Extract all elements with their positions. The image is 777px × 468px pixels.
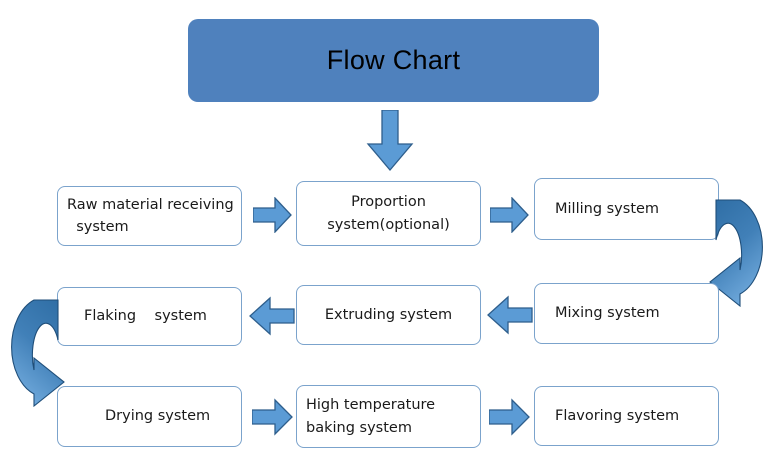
connector-milling-to-mixing-curved-arrow <box>702 196 777 326</box>
connector-title-to-raw-row-down-arrow <box>366 109 414 172</box>
node-label-line-1: High temperature <box>306 397 436 414</box>
node-raw-material-receiving-system[interactable]: Raw material receiving system <box>57 186 242 246</box>
node-proportion-system-optional[interactable]: Proportion system(optional) <box>296 181 481 246</box>
node-label-line-1: Mixing system <box>555 305 660 322</box>
connector-raw-to-proportion-arrow <box>252 196 293 234</box>
node-label-line-1: Extruding system <box>324 306 453 323</box>
node-label-line-1: Flaking system <box>84 308 207 325</box>
connector-proportion-to-milling-arrow <box>489 196 530 234</box>
node-high-temperature-baking-system[interactable]: High temperature baking system <box>296 385 481 448</box>
connector-extruding-to-flaking-arrow <box>248 296 296 336</box>
node-mixing-system[interactable]: Mixing system <box>534 283 719 344</box>
node-label-line-2: baking system <box>306 419 412 436</box>
node-drying-system[interactable]: Drying system <box>57 386 242 447</box>
node-label-line-2: system(optional) <box>327 216 450 233</box>
page-title: Flow Chart <box>326 45 461 75</box>
flow-chart-title-banner: Flow Chart <box>188 19 599 102</box>
node-milling-system[interactable]: Milling system <box>534 178 719 240</box>
node-flavoring-system[interactable]: Flavoring system <box>534 386 719 446</box>
connector-drying-to-baking-arrow <box>251 398 294 436</box>
node-label-line-1: Drying system <box>105 408 211 425</box>
connector-flaking-to-drying-curved-arrow <box>0 296 70 426</box>
node-flaking-system[interactable]: Flaking system <box>57 287 242 346</box>
node-label-line-1: Flavoring system <box>555 407 680 424</box>
node-label-line-1: Raw material receiving <box>67 196 234 213</box>
connector-mixing-to-extruding-arrow <box>486 295 534 335</box>
connector-baking-to-flavoring-arrow <box>488 398 531 436</box>
node-extruding-system[interactable]: Extruding system <box>296 285 481 345</box>
node-label-line-1: Milling system <box>555 200 660 217</box>
node-label-line-2: system <box>67 219 129 235</box>
node-label-line-1: Proportion <box>351 194 426 211</box>
